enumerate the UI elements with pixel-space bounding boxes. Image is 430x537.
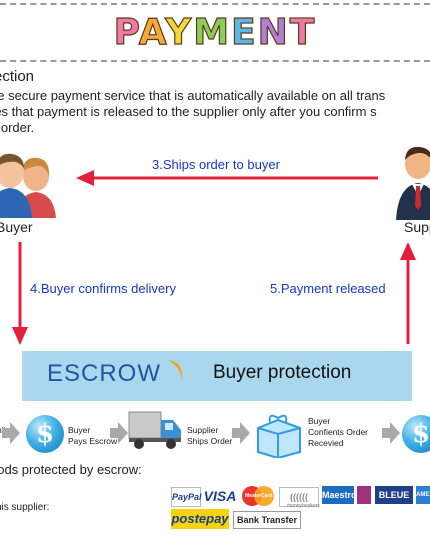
title-letter: T (289, 11, 317, 53)
escrow-banner (22, 351, 412, 401)
visa-badge: VISA (202, 486, 238, 506)
buyer-label: Buyer (0, 219, 33, 235)
escrow-swoosh-icon (168, 360, 183, 380)
escrow-word: ESCROW (47, 360, 161, 387)
buyer-protection-label: Buyer protection (213, 362, 352, 383)
dollar-coin-icon: $ (26, 415, 64, 453)
maestro-badge: Maestro (322, 486, 357, 504)
arrow-3-icon (232, 422, 250, 444)
contactless-badge: (((((( (279, 487, 319, 507)
buyer-icon (0, 153, 56, 218)
arrow-2-icon (110, 422, 128, 444)
supplier-icon (396, 146, 430, 220)
card-logo-badge (357, 486, 371, 504)
arrow-4-icon (382, 422, 400, 444)
truck-icon (128, 411, 181, 449)
step-4-label: 4.Buyer confirms delivery (30, 281, 176, 296)
page-title: PAYMENT (0, 11, 430, 53)
header-top-border (0, 3, 430, 5)
amex-badge: AMEX (416, 486, 430, 504)
supplier-label: Supp (404, 219, 430, 235)
dollar-coin-icon-2: $ (402, 415, 430, 453)
title-letter: E (230, 11, 258, 53)
header-bottom-border (0, 60, 430, 62)
title-letter: A (138, 11, 166, 53)
step-5-label: 5.Payment released (270, 281, 386, 296)
carte-bleue-badge: BLEUE (375, 486, 413, 504)
postepay-badge: postepay (171, 509, 229, 529)
title-letter: N (257, 11, 290, 53)
paypal-badge: PayPal (171, 487, 202, 507)
section-line-3: u order. (0, 120, 35, 135)
section-line-2: res that payment is released to the supp… (0, 104, 377, 119)
title-letter: P (113, 11, 139, 53)
title-letter: M (193, 11, 232, 53)
methods-text: hods protected by escrow: (0, 462, 142, 477)
bank-transfer-badge: Bank Transfer (233, 511, 301, 529)
supplier-methods-text: his supplier: (0, 502, 50, 513)
arrow-1-icon (2, 422, 20, 444)
step-3-label: 3.Ships order to buyer (152, 157, 280, 172)
gift-box-icon (257, 414, 301, 458)
section-heading: ection (0, 68, 35, 85)
title-letter: Y (165, 11, 194, 53)
moneybookers-text: moneybookers (287, 503, 320, 509)
mastercard-logo: MasterCard (242, 485, 274, 507)
section-line-1: ee secure payment service that is automa… (0, 88, 386, 103)
